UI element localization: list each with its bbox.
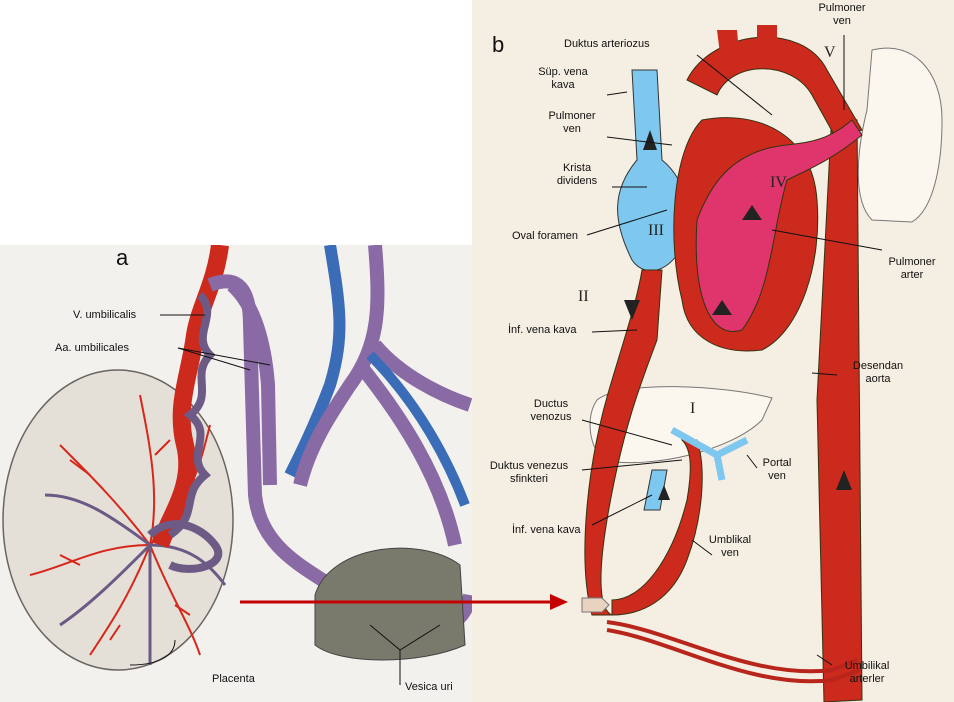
label-vesica: Vesica uri [405, 681, 453, 694]
label-placenta: Placenta [212, 673, 255, 686]
label-pulmoner-ven: Pulmoner ven [542, 110, 602, 136]
label-pulmoner-ven-top: Pulmoner ven [810, 2, 874, 28]
label-umblikal-ven: Umblikal ven [700, 534, 760, 560]
panel-b-fetal-circulation: b Pulmoner ven Duktus arteriozus Süp. ve… [472, 0, 954, 702]
label-desendan-aorta: Desendan aorta [842, 360, 914, 386]
pelvic-vessels [290, 245, 470, 545]
umbilical-vein [612, 440, 702, 615]
roman-i: I [690, 400, 695, 418]
bladder [315, 548, 465, 660]
descending-aorta [817, 110, 862, 702]
roman-iii: III [648, 222, 664, 240]
placenta-illustration [0, 245, 472, 702]
label-v-umbilicalis: V. umbilicalis [73, 309, 136, 322]
label-krista-dividens: Krista dividens [547, 162, 607, 188]
label-sup-vena-kava: Süp. vena kava [528, 66, 598, 92]
panel-a-letter: a [116, 245, 128, 271]
roman-iv: IV [770, 174, 787, 192]
label-duktus-venezus-sfinkteri: Duktus venezus sfinkteri [474, 460, 584, 486]
panel-b-letter: b [492, 32, 504, 58]
placenta-disc [3, 370, 233, 670]
label-pulmoner-arter: Pulmoner arter [882, 256, 942, 282]
label-ductus-venozus: Ductus venozus [520, 398, 582, 424]
roman-v: V [824, 44, 836, 62]
label-oval-foramen: Oval foramen [512, 230, 578, 243]
fetal-circulation-diagram [472, 0, 954, 702]
label-inf-vena-kava-lower: İnf. vena kava [512, 524, 581, 537]
lung-outline [858, 48, 942, 222]
label-umbilikal-arterler: Umbilikal arterler [832, 660, 902, 686]
label-portal-ven: Portal ven [757, 457, 797, 483]
panel-a-placenta-figure: a V. umbilicalis Aa. umbilicales Placent… [0, 245, 472, 702]
label-duktus-arteriozus: Duktus arteriozus [564, 38, 650, 51]
label-aa-umbilicales: Aa. umbilicales [55, 342, 129, 355]
label-inf-vena-kava-upper: İnf. vena kava [508, 324, 577, 337]
roman-ii: II [578, 288, 589, 306]
